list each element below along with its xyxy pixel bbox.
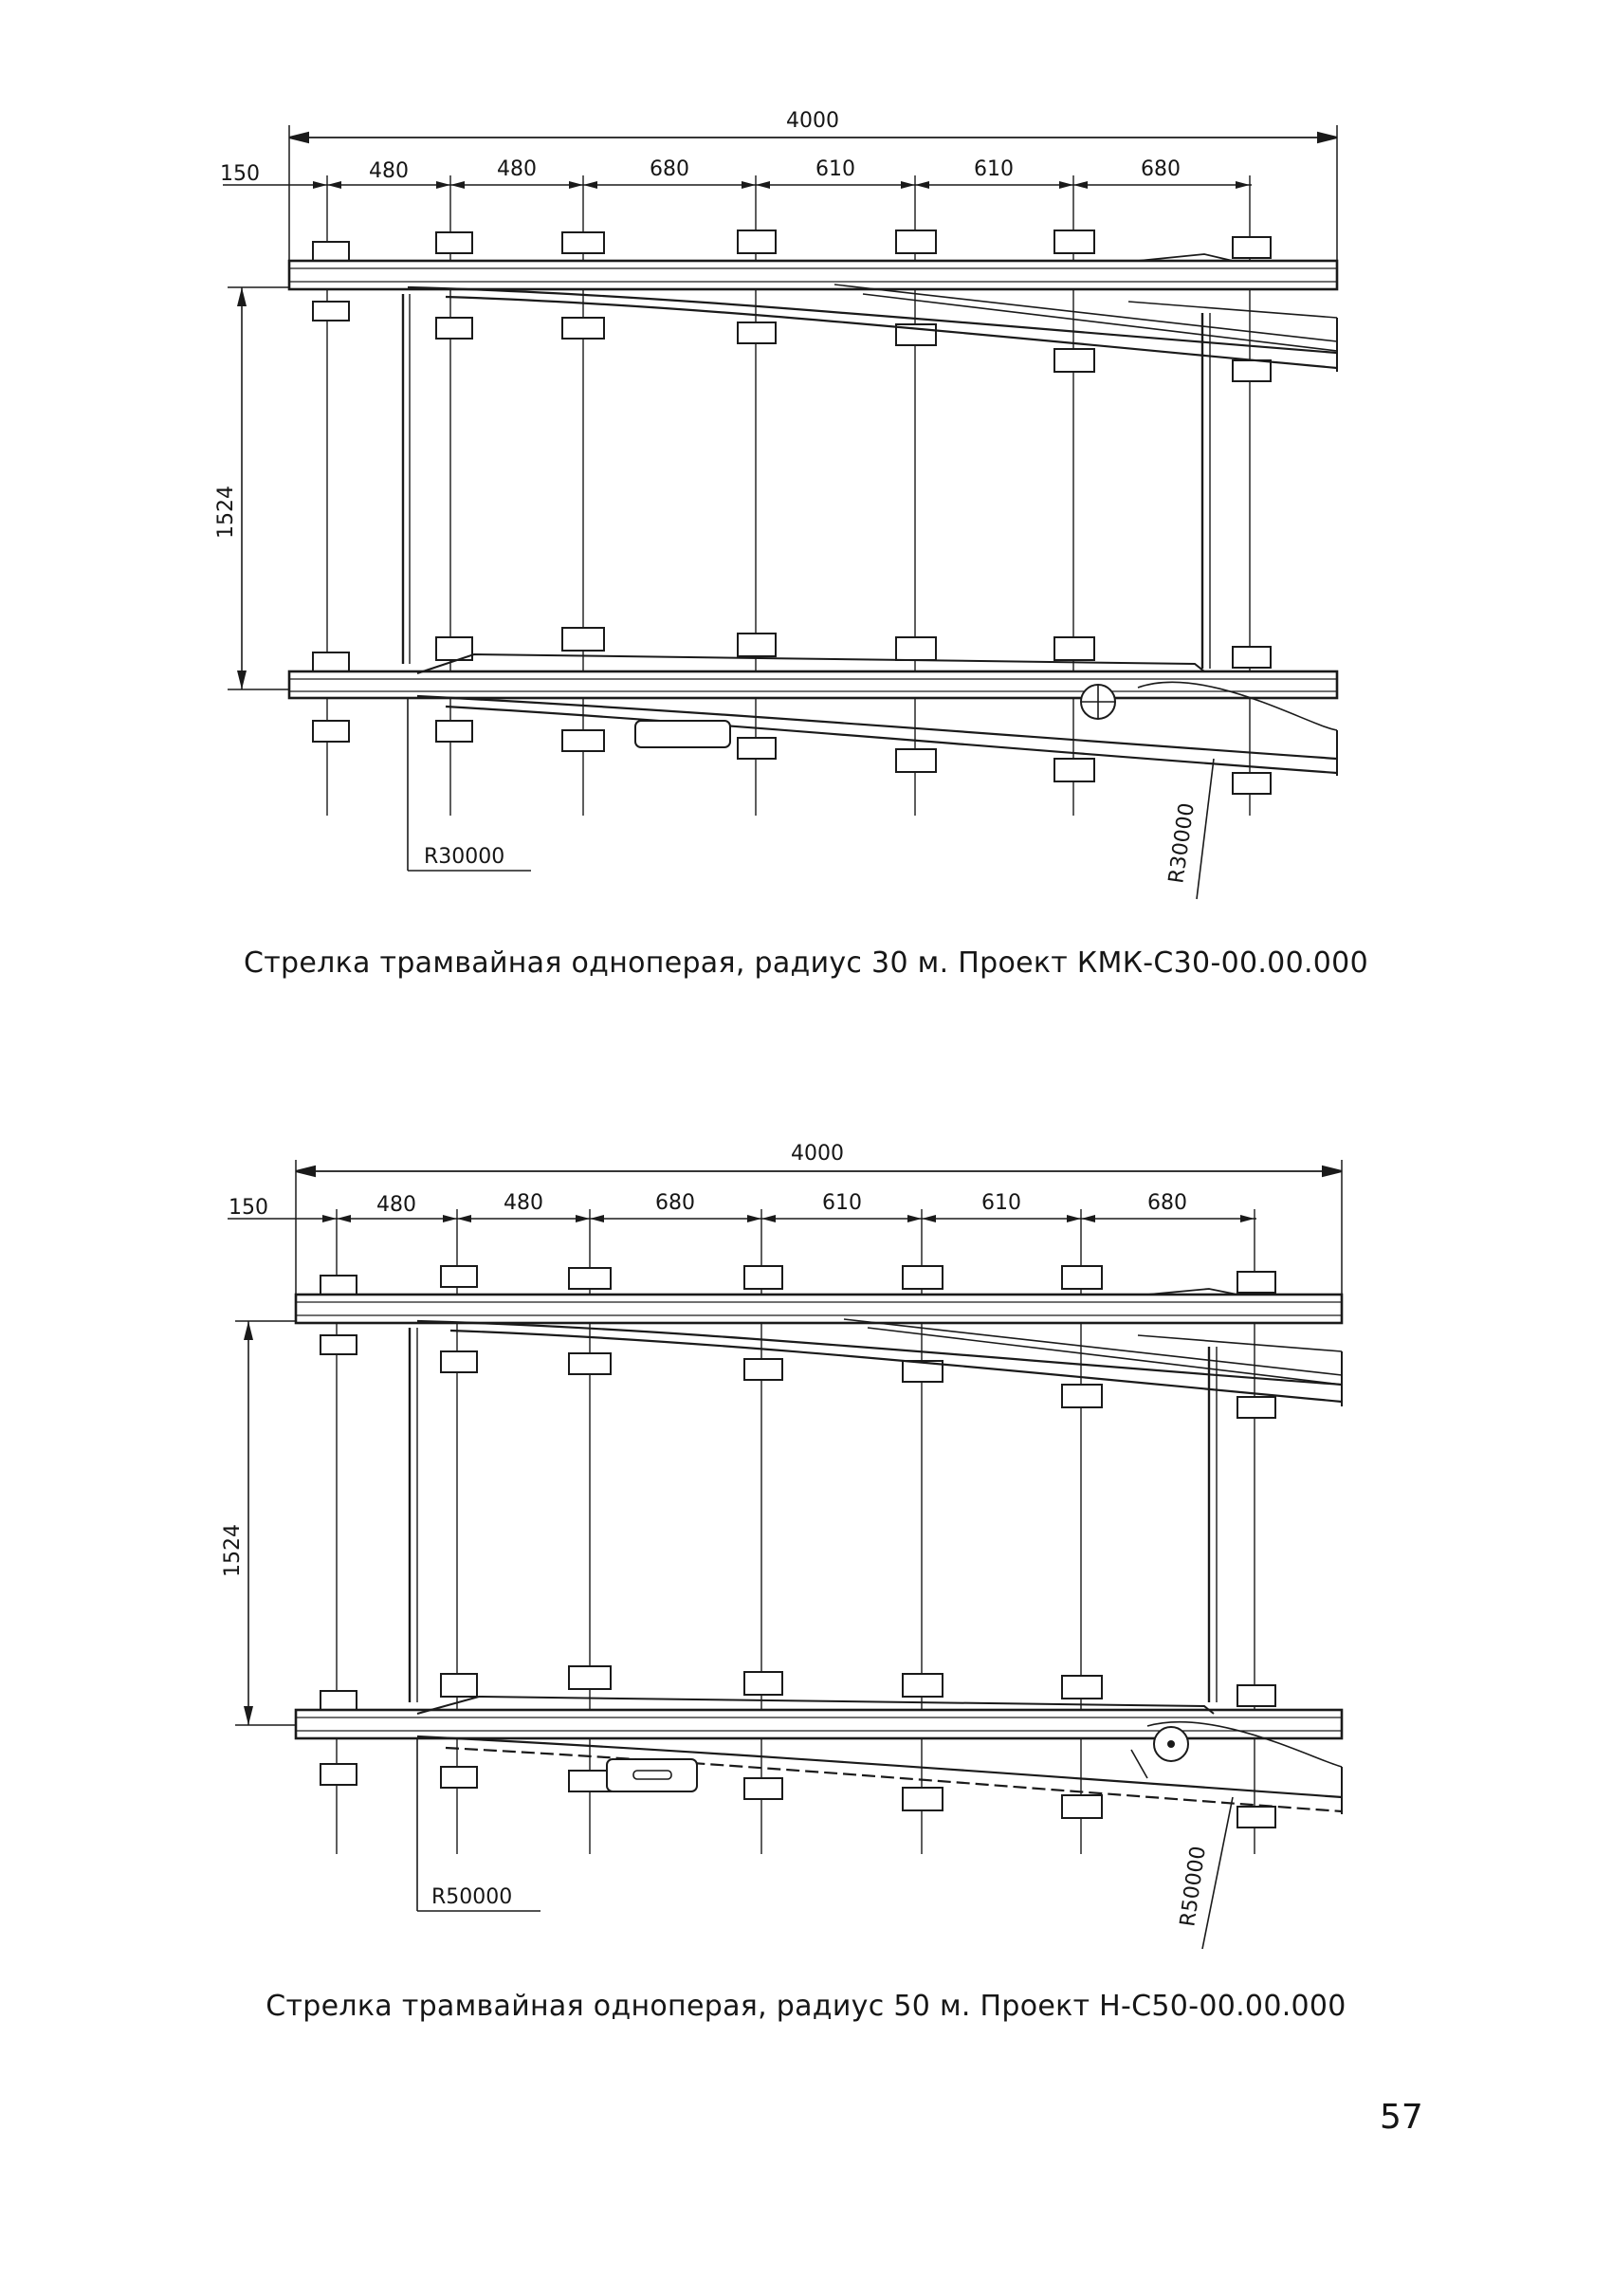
spacing-label-3: 680 [655, 1191, 695, 1215]
total-length-label: 4000 [791, 1142, 844, 1166]
radius-label-left: R50000 [431, 1885, 512, 1909]
turnout-drawing-r30: 4000 150 480 480 680 610 610 680 1524 R3… [0, 0, 1612, 948]
total-length-label: 4000 [786, 109, 839, 133]
radius-label-right: R30000 [1164, 801, 1200, 885]
spacing-label-4: 610 [815, 157, 855, 181]
spacing-label-2: 480 [497, 157, 537, 181]
radius-label-left: R30000 [424, 845, 504, 869]
radius-label-right: R50000 [1176, 1845, 1211, 1928]
spacing-label-2: 480 [504, 1191, 543, 1215]
offset-label: 150 [220, 162, 260, 186]
spacing-label-5: 610 [974, 157, 1014, 181]
spacing-label-1: 480 [376, 1193, 416, 1217]
spacing-label-6: 680 [1141, 157, 1181, 181]
spacing-label-3: 680 [650, 157, 689, 181]
page-number: 57 [1380, 2098, 1423, 2137]
gauge-label: 1524 [221, 1524, 245, 1577]
gauge-label: 1524 [214, 486, 238, 539]
turnout-drawing-r50: 4000 150 480 480 680 610 610 680 1524 R5… [0, 1038, 1612, 1987]
drawing-caption-r50: Стрелка трамвайная одноперая, радиус 50 … [266, 1990, 1346, 2023]
offset-label: 150 [229, 1196, 268, 1220]
spacing-label-4: 610 [822, 1191, 862, 1215]
spacing-label-1: 480 [369, 159, 409, 183]
turnout-drawing-r50-svg: 4000 150 480 480 680 610 610 680 1524 R5… [221, 1142, 1344, 1950]
turnout-drawing-r30-svg: 4000 150 480 480 680 610 610 680 1524 R3… [214, 109, 1339, 900]
spacing-label-5: 610 [981, 1191, 1021, 1215]
drawing-caption-r30: Стрелка трамвайная одноперая, радиус 30 … [244, 946, 1368, 980]
spacing-label-6: 680 [1147, 1191, 1187, 1215]
